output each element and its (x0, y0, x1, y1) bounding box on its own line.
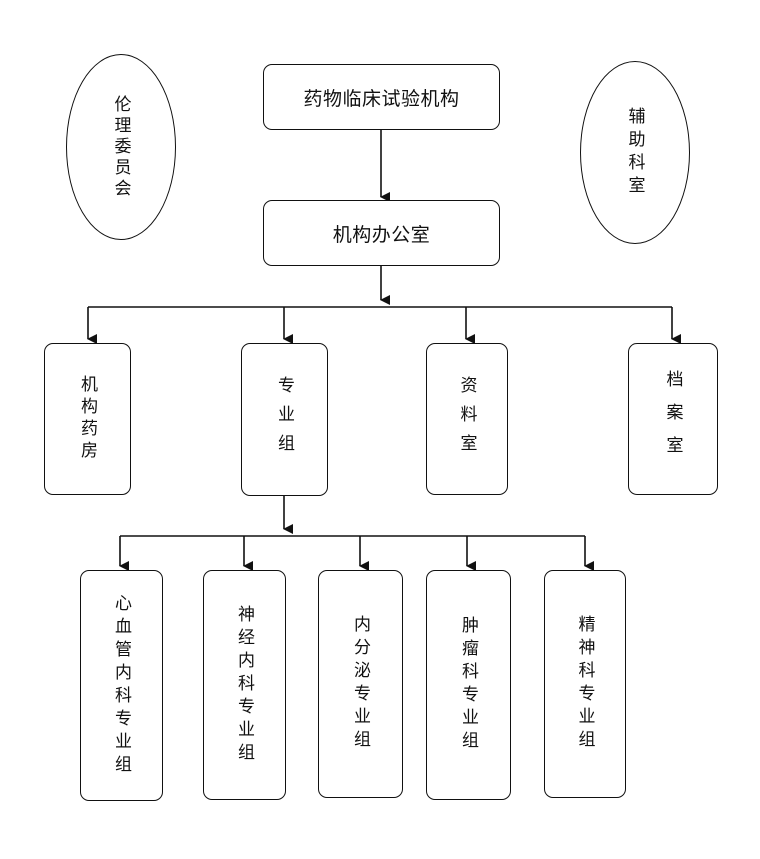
level2-node-specialty-group: 专业组 (241, 343, 328, 496)
level3-label: 精神科专业组 (574, 615, 595, 753)
clinical-trial-institution-label: 药物临床试验机构 (303, 87, 460, 110)
institution-office-node: 机构办公室 (263, 200, 500, 266)
level3-node-cardiology: 心血管内科专业组 (80, 570, 163, 801)
level3-label: 心血管内科专业组 (111, 593, 131, 778)
level2-node-pharmacy: 机构药房 (44, 343, 131, 495)
ethics-committee-node: 伦理委员会 (66, 54, 176, 240)
level3-label: 肿瘤科专业组 (458, 616, 478, 754)
auxiliary-departments-label: 辅助科室 (624, 106, 645, 199)
level3-node-endocrinology: 内分泌专业组 (318, 570, 403, 798)
ethics-committee-label: 伦理委员会 (110, 94, 131, 200)
level2-label: 专业组 (274, 376, 294, 463)
level2-node-data-room: 资料室 (426, 343, 508, 495)
level2-node-archive-room: 档案室 (628, 343, 718, 495)
level3-node-neurology: 神经内科专业组 (203, 570, 286, 800)
level3-label: 神经内科专业组 (234, 604, 254, 766)
institution-office-label: 机构办公室 (332, 223, 431, 246)
auxiliary-departments-node: 辅助科室 (580, 61, 690, 244)
level3-label: 内分泌专业组 (350, 615, 370, 753)
level3-node-psychiatry: 精神科专业组 (544, 570, 626, 798)
level2-label: 资料室 (456, 375, 477, 463)
level2-label: 机构药房 (77, 375, 97, 463)
level2-label: 档案室 (662, 369, 683, 469)
clinical-trial-institution-node: 药物临床试验机构 (263, 64, 500, 130)
level3-node-oncology: 肿瘤科专业组 (426, 570, 511, 800)
